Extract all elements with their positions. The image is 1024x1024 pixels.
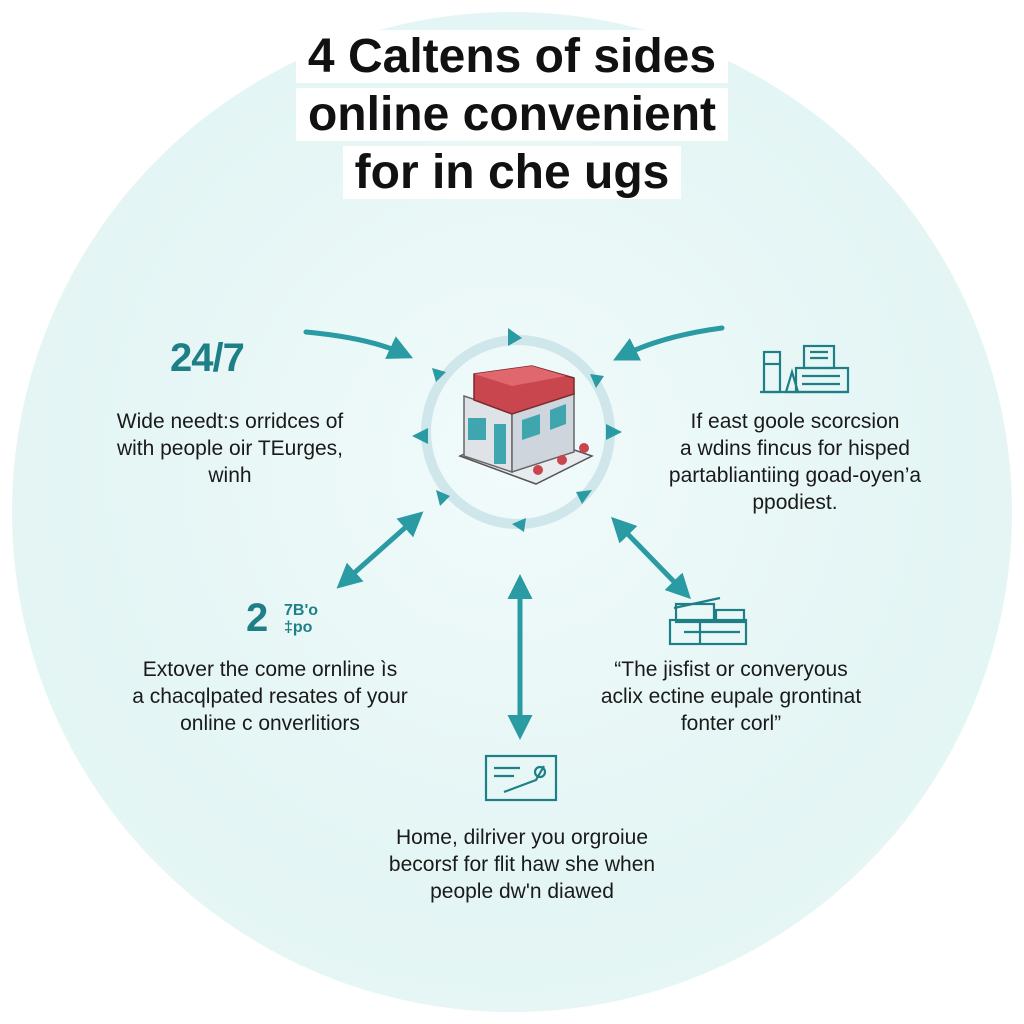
bottom-line-1: Home, dilriver you orgroiue: [362, 824, 682, 851]
boxes-stack-icon: [670, 598, 746, 644]
left-top-line-2: with people oir TEurges,: [80, 435, 380, 462]
payment-card-icon: [486, 756, 556, 800]
left-top-line-1: Wide needt:s orridces of: [80, 408, 380, 435]
left-bottom-line-3: online c onverlitiors: [110, 710, 430, 737]
right-top-text: If east goole scorcsion a wdins fincus f…: [650, 408, 940, 516]
stat-24-7: 24/7: [170, 336, 244, 381]
bottom-text: Home, dilriver you orgroiue becorsf for …: [362, 824, 682, 905]
arrow-bottom-right: [618, 524, 684, 592]
right-bottom-line-3: fonter corl”: [576, 710, 886, 737]
bottom-line-3: people dw'n diawed: [362, 878, 682, 905]
arrow-top-left: [306, 332, 404, 354]
stat-2-side: 7B'o ‡po: [284, 602, 318, 636]
right-top-line-4: ppodiest.: [650, 489, 940, 516]
bottom-line-2: becorsf for flit haw she when: [362, 851, 682, 878]
right-top-line-3: partabliantiing goad-oyen’a: [650, 462, 940, 489]
stat-2-side-line-1: 7B'o: [284, 602, 318, 619]
left-bottom-line-2: a chacqlpated resates of your: [110, 683, 430, 710]
hub-arrowhead: [412, 428, 428, 444]
left-bottom-text: Extover the come ornline ìs a chacqlpate…: [110, 656, 430, 737]
right-bottom-text: “The jisfist or converyous aclix ectine …: [576, 656, 886, 737]
arrow-bottom-left: [344, 518, 416, 582]
right-bottom-line-1: “The jisfist or converyous: [576, 656, 886, 683]
right-bottom-line-2: aclix ectine eupale grontinat: [576, 683, 886, 710]
lab-equipment-icon: [760, 346, 848, 392]
arrow-top-right: [622, 328, 722, 356]
right-top-line-1: If east goole scorcsion: [650, 408, 940, 435]
left-bottom-line-1: Extover the come ornline ìs: [110, 656, 430, 683]
stat-2: 2: [246, 596, 267, 641]
left-top-text: Wide needt:s orridces of with people oir…: [80, 408, 380, 489]
shop-building-icon: [460, 366, 592, 484]
left-top-line-3: winh: [80, 462, 380, 489]
stat-2-side-line-2: ‡po: [284, 619, 318, 636]
right-top-line-2: a wdins fincus for hisped: [650, 435, 940, 462]
